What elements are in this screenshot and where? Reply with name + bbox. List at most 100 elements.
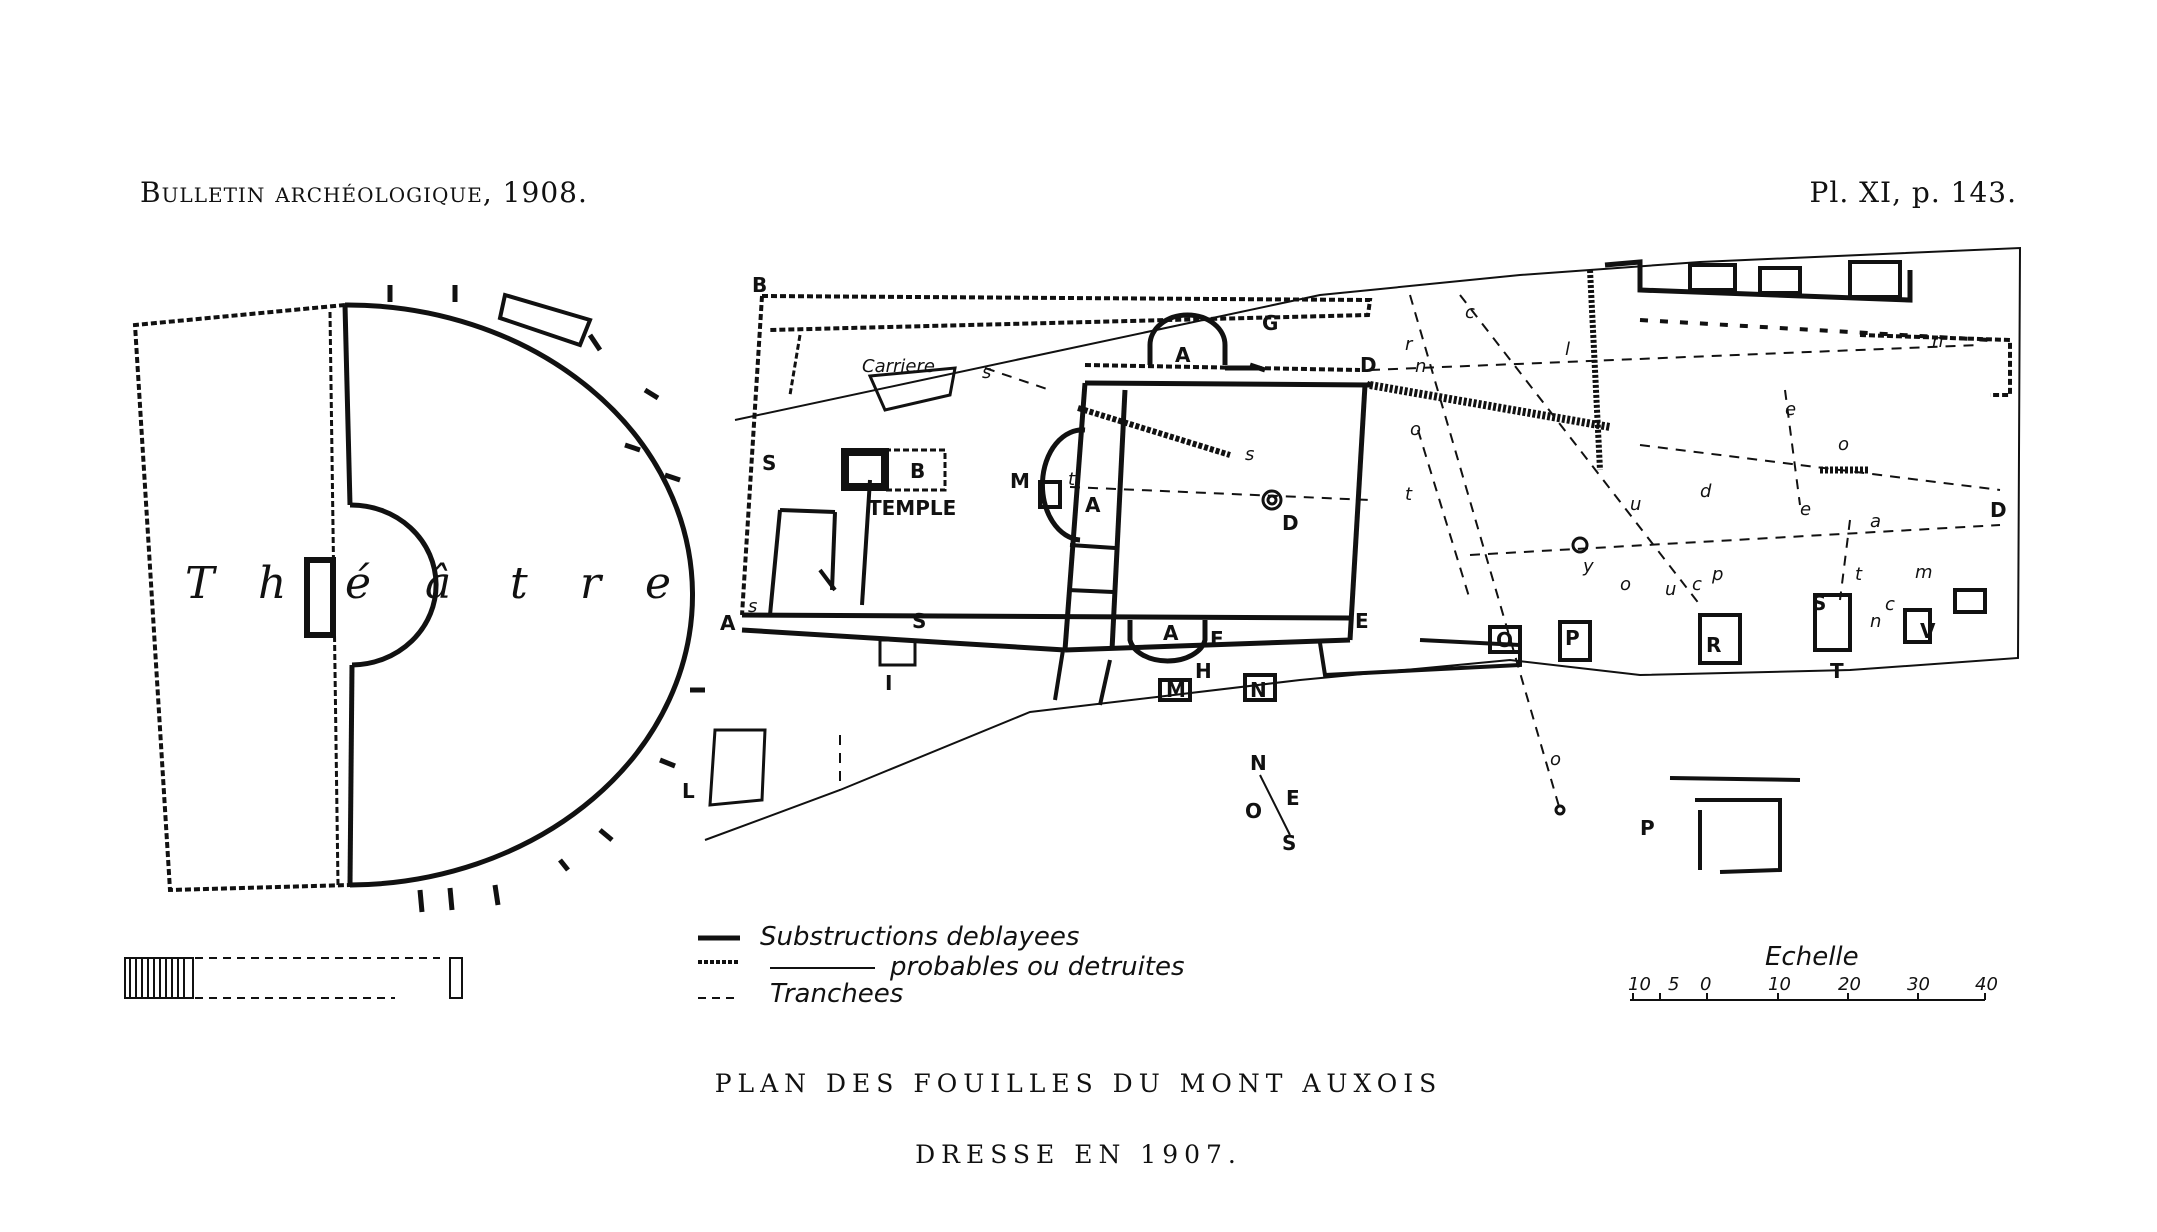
theatre-scale-bar — [124, 957, 463, 999]
label-n: N — [1250, 678, 1267, 702]
theatre-letter: e — [645, 558, 671, 609]
theatre-letter: â — [425, 558, 451, 609]
legend-item-probables: probables ou detruites — [889, 952, 1185, 982]
trench-letter: o — [1838, 434, 1849, 455]
carriere — [867, 366, 957, 412]
label-r: R — [1706, 633, 1721, 657]
label-i: I — [885, 671, 892, 695]
trench-letter: n — [1415, 356, 1426, 377]
label-a: A — [1163, 621, 1179, 645]
trench-letter: e — [1785, 399, 1796, 420]
building-s — [1813, 593, 1852, 652]
label-t: T — [1830, 659, 1844, 683]
building-r — [1698, 613, 1742, 665]
label-l: L — [682, 779, 695, 803]
label-f: F — [1210, 627, 1224, 651]
compass-o: O — [1245, 799, 1262, 823]
compass-n: N — [1250, 751, 1267, 775]
label-b: B — [752, 273, 767, 297]
label-g: G — [1262, 311, 1278, 335]
compass-e: E — [1286, 786, 1300, 810]
scale-tick: 10 — [1628, 974, 1651, 995]
plan-subtitle: DRESSE EN 1907. — [915, 1140, 1242, 1169]
trench-letter: s — [982, 362, 991, 383]
hemicycle-a-top — [1147, 312, 1228, 365]
label-a: A — [1085, 493, 1101, 517]
features — [1261, 489, 1589, 816]
inset-p — [1669, 776, 1801, 874]
label-temple: TEMPLE — [868, 496, 956, 520]
trench-letter: a — [1870, 511, 1881, 532]
theatre-cavea-arc — [344, 302, 695, 888]
scale-tick: 40 — [1975, 974, 1998, 995]
plan-title: PLAN DES FOUILLES DU MONT AUXOIS — [714, 1069, 1443, 1098]
scale-tick: 10 — [1768, 974, 1791, 995]
wall-s-diagonal — [1077, 405, 1231, 458]
scale-tick: 5 — [1668, 974, 1679, 995]
label-s: S — [912, 609, 926, 633]
label-m: M — [1010, 469, 1030, 493]
building-v — [1903, 608, 1932, 644]
trench-labels: s s s c r n n o o o o t t e e d a m u u … — [748, 302, 1943, 770]
trench-letter: l — [1565, 339, 1570, 360]
trench-letter: s — [748, 596, 757, 617]
legend: Substructions deblayees probables ou det… — [698, 922, 1185, 1009]
theatre-letters: T h é â t r e — [185, 558, 671, 609]
trench-letter: t — [1855, 564, 1863, 585]
theatre-orchestra — [349, 502, 439, 668]
label-o: O — [1496, 628, 1513, 652]
trench-letter: n — [1932, 331, 1943, 352]
scale-tick: 20 — [1838, 974, 1861, 995]
label-p: P — [1565, 626, 1580, 650]
theatre-letter: h — [258, 558, 286, 609]
label-s: S — [762, 451, 776, 475]
label-carriere: Carriere — [862, 356, 935, 377]
trench-letter: s — [1245, 444, 1254, 465]
label-v: V — [1920, 619, 1936, 643]
plan-labels: A B B S S A A A G D D E F H M M N I L O … — [682, 273, 2007, 840]
label-d: D — [1990, 498, 2007, 522]
building-n — [1243, 673, 1277, 702]
trench-letter: m — [1915, 562, 1933, 583]
theatre-outer-rect — [132, 303, 351, 893]
trench-letter: t — [1068, 469, 1076, 490]
trench-letter: u — [1630, 494, 1641, 515]
legend-item-tranchees: Tranchees — [770, 979, 903, 1009]
legend-item-substructions: Substructions deblayees — [760, 922, 1079, 952]
trench-letter: o — [1410, 419, 1421, 440]
theatre-stage — [304, 557, 336, 638]
scale-tick: 0 — [1700, 974, 1711, 995]
trench-letter: o — [1620, 574, 1631, 595]
label-h: H — [1195, 659, 1212, 683]
label-d: D — [1282, 511, 1299, 535]
trench-letter: u — [1665, 579, 1676, 600]
header-right: Pl. XI, p. 143. — [1809, 176, 2017, 209]
trench-letter: c — [1465, 302, 1475, 323]
building-o — [1488, 625, 1522, 654]
label-b-temple: B — [910, 459, 925, 483]
building-m — [1158, 678, 1192, 702]
theatre-letter: T — [185, 558, 218, 609]
scale: Echelle 10 5 0 10 20 30 40 — [1628, 942, 1998, 1001]
temple-cella — [841, 448, 889, 491]
trench-letter: c — [1885, 594, 1895, 615]
label-e: E — [1355, 609, 1369, 633]
scale-tick: 30 — [1907, 974, 1930, 995]
theatre-letter: t — [510, 558, 528, 609]
trench-letter: c — [1692, 574, 1702, 595]
hemicycle-a-bottom — [1127, 620, 1208, 664]
compass: N S E O — [1245, 751, 1300, 855]
label-s: S — [1812, 591, 1826, 615]
scale-title: Echelle — [1765, 942, 1859, 972]
compass-s: S — [1282, 831, 1296, 855]
theatre-inner-line — [328, 311, 340, 886]
wall-hatched-d — [1369, 381, 1611, 431]
temple-pronaos — [883, 448, 947, 492]
building-p — [1558, 620, 1592, 662]
wall-south — [741, 612, 1351, 621]
trench-letter: o — [1550, 749, 1561, 770]
terrain-boundary — [704, 246, 2022, 841]
theatre — [132, 285, 705, 913]
trench-letter: n — [1870, 611, 1881, 632]
